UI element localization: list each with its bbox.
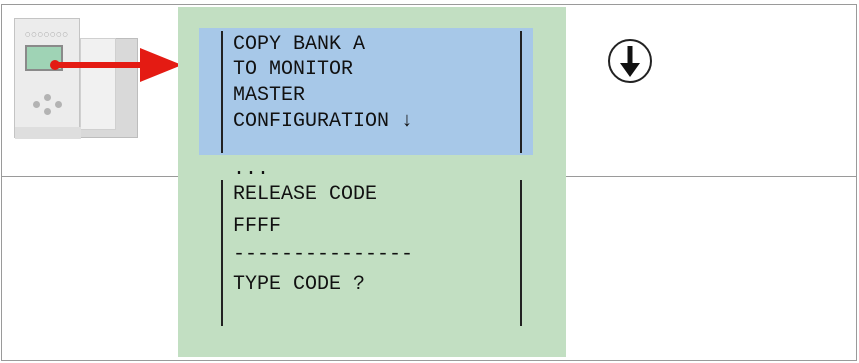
- device-button-icon: [33, 101, 40, 108]
- device-base-stripe: [15, 127, 81, 139]
- lcd-right-border-upper: [520, 31, 522, 153]
- lcd-highlighted-block: [199, 28, 533, 155]
- device-button-icon: [44, 94, 51, 101]
- panel-frame: [1, 4, 857, 361]
- lcd-release-code-label: RELEASE CODE: [233, 183, 378, 206]
- relay-device-icon: ○○○○○○○: [14, 18, 138, 139]
- lcd-line-1: COPY BANK A: [233, 33, 366, 56]
- device-side-module: [80, 38, 116, 130]
- led-row-icon: ○○○○○○○: [25, 31, 69, 38]
- device-button-icon: [44, 108, 51, 115]
- lcd-release-code-value: FFFF: [233, 215, 282, 238]
- lcd-left-border-upper: [221, 31, 223, 153]
- lcd-line-2: TO MONITOR: [233, 58, 354, 81]
- lcd-line-3: MASTER: [233, 84, 306, 107]
- lcd-ellipsis: ...: [233, 158, 270, 181]
- device-button-icon: [55, 101, 62, 108]
- lcd-left-border-lower: [221, 180, 223, 326]
- lcd-type-code-prompt: TYPE CODE ?: [233, 273, 366, 296]
- lcd-right-border-lower: [520, 180, 522, 326]
- arrow-down-circle-icon: [608, 39, 652, 83]
- lcd-separator: ---------------: [233, 243, 414, 266]
- lcd-line-4: CONFIGURATION ↓: [233, 110, 414, 133]
- device-body: ○○○○○○○: [14, 18, 81, 139]
